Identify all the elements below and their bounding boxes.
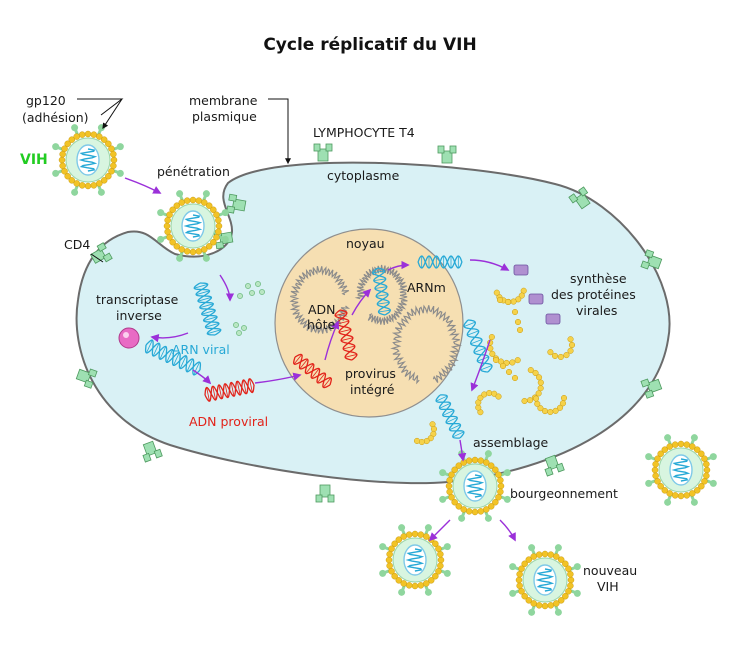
arrow-transcription xyxy=(351,288,372,316)
label-bourgeonnement: bourgeonnement xyxy=(510,486,618,501)
provirus-integrated xyxy=(334,309,358,361)
arnm-exported xyxy=(417,255,463,269)
ribosome xyxy=(513,264,529,276)
hiv-virus-free xyxy=(52,124,124,196)
cd4-leader xyxy=(90,253,104,263)
cd4-receptor xyxy=(226,193,247,214)
label-plasmique: plasmique xyxy=(192,109,257,124)
hiv-virus-new-left xyxy=(379,524,451,596)
arrow-into-nucleus xyxy=(254,372,302,384)
label-membrane: membrane xyxy=(189,93,258,108)
cd4-receptor xyxy=(437,145,457,164)
label-nouveau: nouveau xyxy=(583,563,637,578)
viral-rna-strand xyxy=(193,282,222,336)
ribosome xyxy=(545,313,561,325)
gp120-leader-arrow xyxy=(102,98,123,130)
arnm-in-nucleus xyxy=(372,267,391,316)
capsid-fragment xyxy=(255,281,261,287)
cd4-receptor xyxy=(313,143,333,162)
arrow-integration xyxy=(324,320,340,361)
viral-rna-dna-hybrid xyxy=(144,339,202,376)
adn-proviral-strand xyxy=(204,378,255,402)
cd4-receptor xyxy=(142,440,163,463)
label-adn-proviral: ADN proviral xyxy=(189,414,268,429)
arrow-release-left xyxy=(428,519,451,542)
label-arn-viral: ARN viral xyxy=(172,342,230,357)
label-nouveau-vih: VIH xyxy=(597,579,619,594)
cd4-receptor xyxy=(640,378,663,399)
label-gp120: gp120 xyxy=(26,93,66,108)
label-cytoplasme: cytoplasme xyxy=(327,168,400,183)
protein-chain xyxy=(521,367,544,405)
protein-chain xyxy=(532,394,568,416)
cd4-receptor xyxy=(544,454,565,477)
label-hote: hôte xyxy=(307,317,335,332)
label-provirus: provirus xyxy=(345,366,396,381)
capsid-fragment xyxy=(241,325,247,331)
label-integre: intégré xyxy=(350,382,395,397)
protein-chain xyxy=(492,356,519,382)
label-vih: VIH xyxy=(20,152,48,168)
arnm-assembly xyxy=(435,394,465,439)
provirus-integrated-2 xyxy=(293,353,332,389)
label-assemblage: assemblage xyxy=(473,435,549,450)
cd4-receptor xyxy=(640,249,663,270)
hiv-virus-penetrating xyxy=(157,190,229,262)
arrow-penetration xyxy=(124,177,162,194)
capsid-fragment xyxy=(249,290,255,296)
arrow-arnm xyxy=(387,260,410,271)
arrow-uncoating xyxy=(219,274,235,302)
diagram-title: Cycle réplicatif du VIH xyxy=(263,35,476,55)
capsid-fragment xyxy=(259,289,265,295)
hiv-virus-budding xyxy=(439,450,511,522)
label-cd4: CD4 xyxy=(64,237,90,252)
arrow-release-right xyxy=(499,519,516,542)
host-dna-loop-3 xyxy=(354,264,408,326)
cd4-receptor xyxy=(75,368,98,389)
host-dna-loop-2 xyxy=(390,304,463,385)
label-noyau: noyau xyxy=(346,236,385,251)
label-inverse: inverse xyxy=(116,308,162,323)
protein-chain xyxy=(496,296,524,334)
transcriptase-highlight xyxy=(123,332,129,338)
cd4-receptors xyxy=(75,143,663,503)
membrane-leader xyxy=(268,98,291,165)
cd4-receptor xyxy=(568,186,591,210)
capsid-fragment xyxy=(233,322,239,328)
label-arnm: ARNm xyxy=(407,280,446,295)
cd4-receptor xyxy=(89,242,113,264)
noyau-nucleus xyxy=(274,228,464,418)
hiv-virus-new-right xyxy=(509,544,581,616)
label-adhesion: (adhésion) xyxy=(22,110,89,125)
capsid-fragment xyxy=(236,330,242,336)
label-synthese: synthèse xyxy=(570,271,627,286)
arrow-to-ribosome xyxy=(469,259,510,271)
label-penetration: pénétration xyxy=(157,164,230,179)
transcriptase-enzyme xyxy=(118,327,140,349)
arrow-down-assembly xyxy=(470,339,491,392)
arrow-to-proviral xyxy=(192,369,212,385)
label-virales: virales xyxy=(576,303,617,318)
capsid-fragment xyxy=(245,283,251,289)
arrow-to-transcriptase xyxy=(150,332,189,343)
hiv-virus-released xyxy=(645,434,717,506)
protein-chain xyxy=(547,336,576,361)
capsid-fragment xyxy=(237,293,243,299)
ribosome xyxy=(528,293,544,305)
label-adn-hote: ADN xyxy=(308,302,336,317)
host-dna-loop-1 xyxy=(289,266,351,335)
protein-chain xyxy=(475,389,502,416)
arrow-to-budding xyxy=(457,439,467,462)
cd4-receptor xyxy=(315,484,335,503)
label-transcriptase: transcriptase xyxy=(96,292,179,307)
label-des-proteines: des protéines xyxy=(551,287,636,302)
label-lymphocyte: LYMPHOCYTE T4 xyxy=(313,125,415,140)
protein-chain xyxy=(413,421,438,446)
